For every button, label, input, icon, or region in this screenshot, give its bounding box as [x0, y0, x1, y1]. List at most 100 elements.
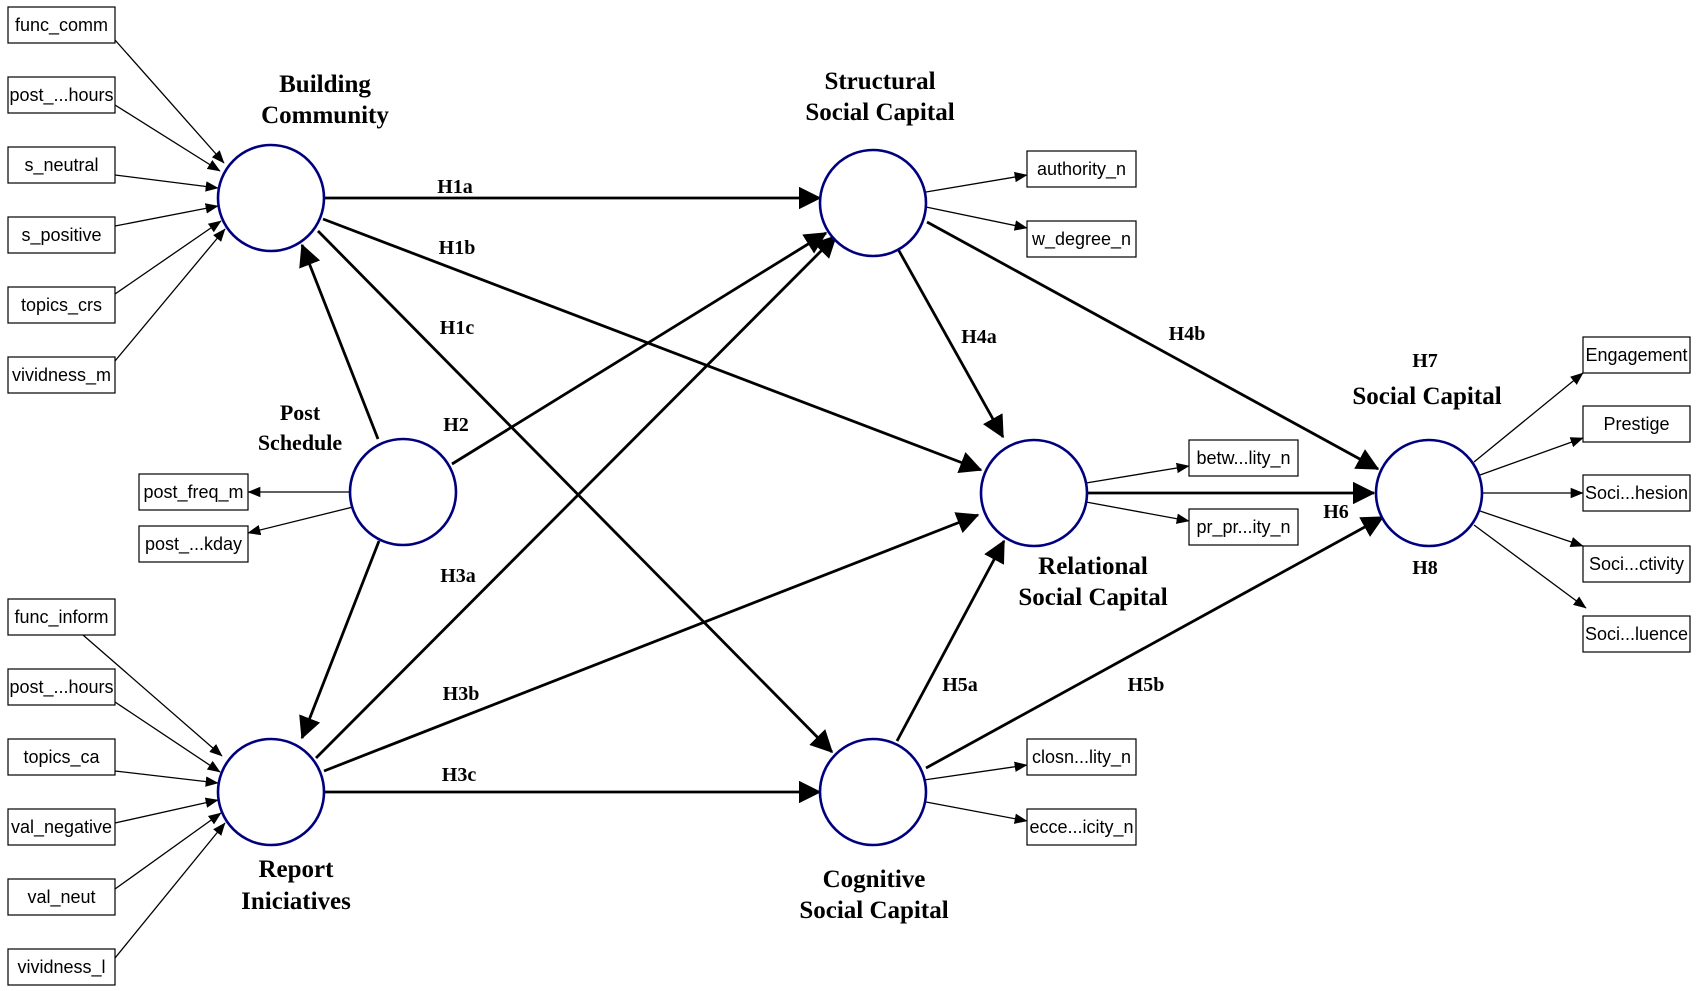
indicator-report-iniciatives-3: topics_ca	[7, 738, 116, 776]
construct-circle	[348, 437, 458, 547]
indicator-arrow	[925, 801, 1028, 824]
label-h3b: H3b	[443, 683, 480, 705]
indicator-arrow	[1479, 510, 1584, 547]
indicator-box	[7, 76, 116, 114]
indicator-post-schedule-2: post_...kday	[138, 525, 249, 563]
label-h1b: H1b	[439, 237, 476, 259]
indicator-arrow	[925, 206, 1028, 231]
indicator-label: s_positive	[21, 225, 101, 246]
indicator-box	[7, 146, 116, 184]
indicator-report-iniciatives-6: vividness_l	[7, 948, 116, 986]
indicator-box	[1582, 545, 1691, 583]
indicator-arrow	[114, 220, 222, 295]
path-h3a	[315, 235, 837, 759]
label-h5a: H5a	[942, 674, 978, 696]
indicator-report-iniciatives-2: post_...hours	[7, 668, 116, 706]
path-h4b	[926, 220, 1380, 471]
indicator-box	[7, 598, 116, 636]
indicator-box	[7, 668, 116, 706]
indicator-building-community-3: s_neutral	[7, 146, 116, 184]
title-cognitive-1: Cognitive	[823, 866, 926, 893]
indicator-label: post_...hours	[9, 85, 113, 106]
indicator-social-capital-2: Prestige	[1582, 405, 1691, 443]
title-relational-1: Relational	[1038, 553, 1148, 580]
indicator-arrow	[1085, 462, 1190, 484]
indicator-arrow	[114, 203, 219, 227]
indicator-label: func_inform	[14, 607, 108, 628]
title-post-schedule-2: Schedule	[258, 430, 343, 455]
indicator-label: post_...kday	[145, 534, 242, 555]
title-building-community-1: Building	[279, 71, 371, 98]
path-h2	[299, 243, 380, 440]
indicator-box	[1582, 474, 1691, 512]
indicator-box	[7, 808, 116, 846]
indicator-building-community-2: post_...hours	[7, 76, 116, 114]
indicator-box	[7, 286, 116, 324]
indicator-cognitive-2: ecce...icity_n	[1026, 808, 1137, 846]
label-h5b: H5b	[1128, 674, 1165, 696]
indicator-box	[1026, 150, 1137, 188]
indicator-box	[1188, 439, 1299, 477]
construct-structural-social-capital	[818, 148, 928, 258]
indicator-label: vividness_l	[17, 957, 105, 978]
structural-paths	[299, 186, 1385, 804]
construct-social-capital	[1374, 438, 1484, 548]
indicator-arrow	[114, 812, 222, 890]
indicator-label: Soci...luence	[1585, 624, 1688, 644]
construct-report-iniciatives	[216, 737, 326, 847]
construct-circle	[818, 737, 928, 847]
indicator-label: vividness_m	[12, 365, 111, 386]
title-structural-1: Structural	[824, 68, 935, 95]
indicator-arrow	[114, 228, 226, 362]
indicator-label: w_degree_n	[1031, 229, 1131, 250]
path-h4a	[896, 248, 1005, 439]
indicator-structural-2: w_degree_n	[1026, 220, 1137, 258]
indicator-box	[1026, 738, 1137, 776]
indicator-label: val_negative	[11, 817, 112, 838]
indicator-label: closn...lity_n	[1032, 747, 1131, 768]
title-cognitive-2: Social Capital	[799, 897, 948, 924]
construct-circle	[1374, 438, 1484, 548]
indicator-arrow	[114, 797, 219, 824]
indicator-social-capital-1: Engagement	[1582, 336, 1691, 374]
indicator-cognitive-1: closn...lity_n	[1026, 738, 1137, 776]
indicator-report-iniciatives-5: val_neut	[7, 878, 116, 916]
label-h4b: H4b	[1169, 323, 1206, 345]
indicator-label: Prestige	[1603, 414, 1669, 434]
indicator-label: authority_n	[1037, 159, 1126, 180]
title-report-iniciatives-2: Iniciatives	[241, 888, 351, 915]
indicator-report-iniciatives-1: func_inform	[7, 598, 116, 636]
indicator-label: Soci...ctivity	[1589, 554, 1684, 574]
indicator-box	[1582, 615, 1691, 653]
construct-cognitive-social-capital	[818, 737, 928, 847]
indicator-arrow	[1473, 372, 1584, 463]
construct-post-schedule	[348, 437, 458, 547]
indicator-label: betw...lity_n	[1196, 448, 1290, 469]
title-report-iniciatives-1: Report	[259, 856, 335, 883]
indicator-social-capital-5: Soci...luence	[1582, 615, 1691, 653]
indicator-arrow	[923, 761, 1028, 781]
indicator-label: post_...hours	[9, 677, 113, 698]
label-h3c: H3c	[442, 764, 477, 786]
measurement-paths	[82, 39, 1587, 959]
label-h4a: H4a	[961, 326, 997, 348]
indicator-label: topics_ca	[23, 747, 100, 768]
indicator-social-capital-3: Soci...hesion	[1582, 474, 1691, 512]
indicator-box	[138, 525, 249, 563]
label-h6: H6	[1323, 501, 1349, 523]
indicator-structural-1: authority_n	[1026, 150, 1137, 188]
path-h5a	[895, 539, 1006, 742]
path-h2-to-structural	[451, 231, 828, 466]
indicator-arrow	[82, 634, 223, 757]
indicator-arrow	[247, 506, 354, 536]
title-relational-2: Social Capital	[1018, 584, 1167, 611]
label-h7: H7	[1412, 350, 1438, 372]
indicator-post-schedule-1: post_freq_m	[138, 473, 249, 511]
indicator-arrow	[114, 104, 221, 172]
indicator-relational-1: betw...lity_n	[1188, 439, 1299, 477]
indicator-box	[7, 356, 116, 394]
indicator-arrow	[1085, 501, 1190, 524]
indicator-arrow	[1479, 437, 1584, 476]
indicator-box	[138, 473, 249, 511]
